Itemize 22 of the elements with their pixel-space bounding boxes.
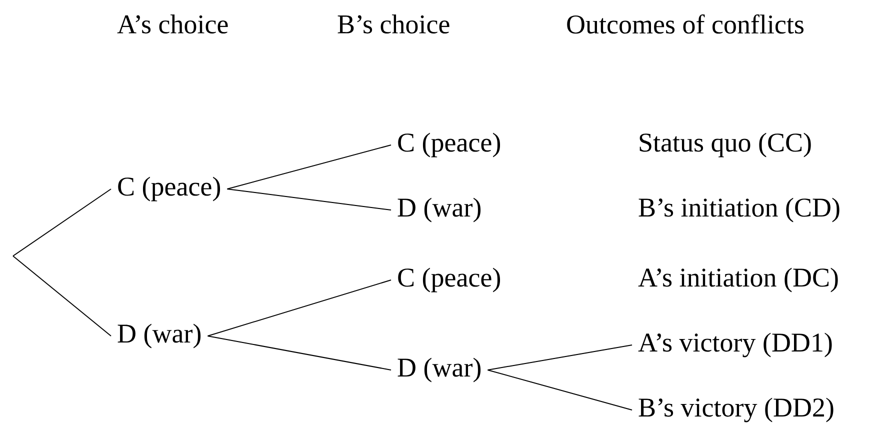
choice-text: D (war) [118, 324, 201, 348]
branch-line [12, 256, 112, 336]
choice-text: A’s victory (DD1) [638, 332, 832, 358]
choice-text: C (peace) [398, 132, 500, 158]
branch-line [226, 188, 392, 210]
column-heading: A’s choice [117, 14, 228, 34]
choice-text: D (war) [398, 198, 481, 222]
branch-line [226, 144, 392, 190]
outcome-text: B’s initiation (CD) [638, 198, 840, 222]
branch-line [207, 335, 392, 370]
choice-text: B’s victory (DD2) [638, 398, 834, 422]
branch-line [207, 279, 392, 336]
branch-line [487, 369, 632, 410]
outcome-text: Status quo (CC) [640, 132, 811, 158]
column-heading: B’s choice [338, 14, 450, 34]
choice-text: C (peace) [398, 268, 500, 292]
branch-line [12, 188, 112, 256]
outcome-text: A’s initiation (DC) [638, 268, 838, 292]
choice-text: D (war) [398, 358, 481, 382]
choice-text: C (peace) [118, 176, 220, 202]
branch-line [487, 344, 632, 370]
column-heading: Outcomes of conflicts [567, 14, 804, 34]
